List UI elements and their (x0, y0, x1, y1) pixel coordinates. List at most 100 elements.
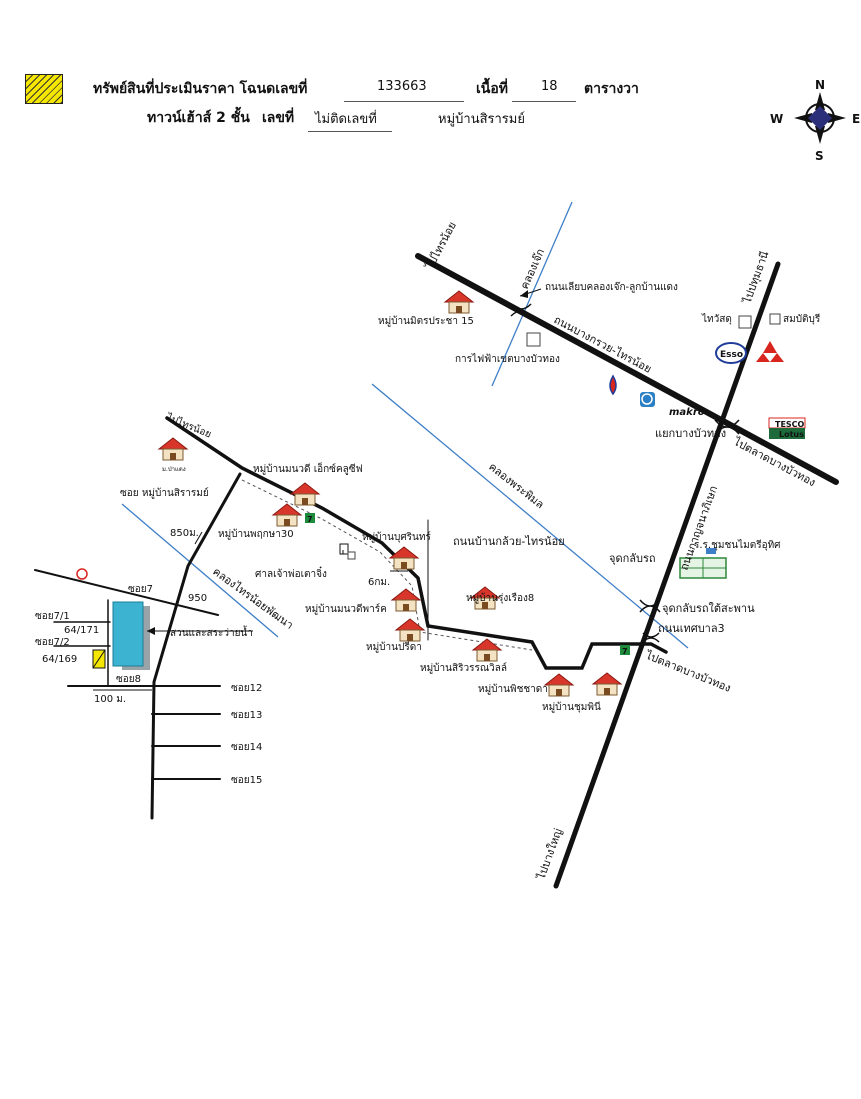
u-turn-bridge-icon (639, 599, 661, 613)
to-sainoi-top-label: ไปไทรน้อย (423, 220, 459, 273)
bangkruai-sainoi-road-label: ถนนบางกรวย-ไทรน้อย (552, 313, 654, 375)
khlong-jek-canal (491, 201, 573, 387)
property-type: ทาวน์เฮ้าส์ 2 ชั้น (147, 110, 250, 126)
deed-number: 133663 (377, 79, 427, 94)
subject-property-legend-swatch (25, 74, 63, 104)
soi12-label: ซอย12 (231, 683, 262, 694)
ptt-logo-icon (609, 374, 617, 396)
school-flag-icon (706, 548, 716, 554)
compass-n-label: N (815, 78, 825, 92)
seven-eleven-icon-2 (620, 645, 630, 655)
power-authority-label: การไฟฟ้าเขตบางบัวทอง (455, 353, 560, 365)
house-64-171-label: 64/171 (64, 625, 99, 636)
mubanyai-label: ม.ป่าแดง (162, 466, 186, 473)
monawadi-label: หมู่บ้านมนวดี เอ็กซ์คลูซีฟ (253, 461, 363, 475)
deed-label: ทรัพย์สินที่ประเมินราคา โฉนดเลขที่ (93, 81, 308, 97)
ptt-small-icon (76, 568, 88, 580)
khlong-phraphimon-label: คลองพระพิมล (486, 460, 546, 511)
siriwan-label: หมู่บ้านสิริวรรณวิลล์ (420, 662, 507, 674)
dist-100-label: 100 ม. (94, 694, 126, 705)
area-underline (512, 101, 576, 102)
thetsaban-road-label: ถนนเทศบาล3 (658, 622, 725, 635)
kanchana-road (553, 261, 781, 889)
deed-underline (344, 101, 464, 102)
soi8-label: ซอย8 (116, 674, 141, 685)
dist-950-label: 950 (188, 593, 207, 604)
sompet-icon (769, 313, 781, 325)
rungrueang-label: หมู่บ้านรุ่งเรือง8 (466, 592, 534, 604)
area-unit: ตารางวา (584, 81, 639, 97)
sano-label: หมู่บ้านบุศรินทร์ (362, 531, 431, 543)
bunphimon-label: หมู่บ้านชุมพินี (542, 701, 601, 713)
khlong-jek-bridge-icon (510, 303, 532, 317)
esso-logo-icon (715, 342, 747, 364)
lotus-label: Lotus (779, 430, 804, 439)
thaiwatsadu-label: ไทวัสดุ (701, 313, 732, 325)
area-value: 18 (541, 79, 558, 94)
bangkruai-sainoi-road (415, 253, 839, 485)
house-64-169-label: 64/169 (42, 654, 77, 665)
seven-eleven-icon (305, 513, 315, 523)
soi7-label: ซอย7 (128, 584, 153, 595)
school-label: ร.ร.ชุมชนไมตรีอุทิศ (694, 539, 781, 551)
soi7-1-label: ซอย7/1 (35, 611, 70, 622)
park-pool-block (112, 601, 144, 667)
svg-text:7: 7 (622, 647, 628, 656)
compass-w-label: W (770, 112, 783, 126)
kluay-sainoi-road-label: ถนนบ้านกล้วย-ไทรน้อย (453, 535, 565, 548)
soi-sirarom-road (150, 472, 242, 820)
dist-850-label: 850ม. (170, 528, 199, 539)
shrine-icon (339, 543, 349, 555)
house-pichaya-icon (544, 673, 574, 697)
house-no-underline (308, 131, 392, 132)
tesco-label: TESCO (775, 420, 805, 429)
mona-park-label: หมู่บ้านมนวดีพาร์ค (305, 603, 387, 615)
house-no-value: ไม่ติดเลขที่ (315, 112, 377, 127)
makro-label: makro (669, 407, 705, 418)
pruksa30-label: หมู่บ้านพฤกษา30 (218, 528, 294, 540)
soi7-2-label: ซอย7/2 (35, 637, 70, 648)
house-bunphimon-icon (592, 672, 622, 696)
soi14-label: ซอย14 (231, 742, 262, 753)
svg-text:7: 7 (307, 515, 313, 524)
thetsaban-junction-icon (642, 632, 660, 643)
compass-s-label: S (815, 149, 824, 163)
house-muang-thai-icon (395, 618, 425, 642)
power-authority-icon (526, 332, 541, 347)
kluay-sainoi-dashed-lane (241, 479, 533, 651)
house-no-label: เลขที่ (262, 110, 295, 126)
compass-e-label: E (852, 112, 860, 126)
thaiwatsadu-icon (738, 315, 752, 329)
shrine-label: ศาลเจ้าพ่อเตาจิ๋ง (255, 566, 327, 580)
yaek-bangbuathong-label: แยกบางบัวทอง (655, 427, 726, 440)
soi15-label: ซอย15 (231, 775, 262, 786)
to-talad-bangbuathong-2-label: ไปตลาดบางบัวทอง (643, 648, 733, 694)
soi-sirarom-label: ซอย หมู่บ้านสิรารมย์ (120, 487, 209, 499)
house-monawadi-icon (290, 482, 320, 506)
area-label: เนื้อที่ (476, 81, 508, 97)
mitsubishi-logo-icon (763, 341, 777, 353)
liap-khlong-road-label: ถนนเลียบคลองเจ๊ก-ลูกบ้านแดง (545, 281, 678, 293)
soi7-road (34, 569, 219, 616)
saha-pracha-label: หมู่บ้านมิตรประชา 15 (378, 315, 474, 327)
village-name: หมู่บ้านสิรารมย์ (438, 112, 525, 127)
khlong-phraphimon-canal (371, 383, 689, 649)
house-mubanyai-icon (158, 437, 188, 461)
u-turn-bridge-label: จุดกลับรถใต้สะพาน (662, 602, 755, 615)
house-siriwan-icon (472, 638, 502, 662)
house-mona-park-icon (391, 588, 421, 612)
compass-rose-icon: N S W E (770, 78, 860, 163)
km6-label: 6กม. (368, 577, 390, 588)
u-turn-label: จุดกลับรถ (609, 552, 656, 565)
house-saha-pracha-icon (444, 290, 474, 314)
to-sainoi-left-label: ไปไทรน้อย (164, 411, 213, 440)
esso-label: Esso (720, 350, 743, 360)
canal-lines (121, 201, 689, 649)
house-pruksa30-icon (272, 503, 302, 527)
muang-thai-label: หมู่บ้านปรีดา (366, 641, 422, 653)
park-pool-label: สวนและสระว่ายน้ำ (170, 625, 253, 639)
house-sano-icon (389, 546, 419, 570)
yaek-bangbuathong-interchange-icon (714, 419, 740, 435)
sompet-label: สมบัติบุรี (783, 313, 821, 325)
